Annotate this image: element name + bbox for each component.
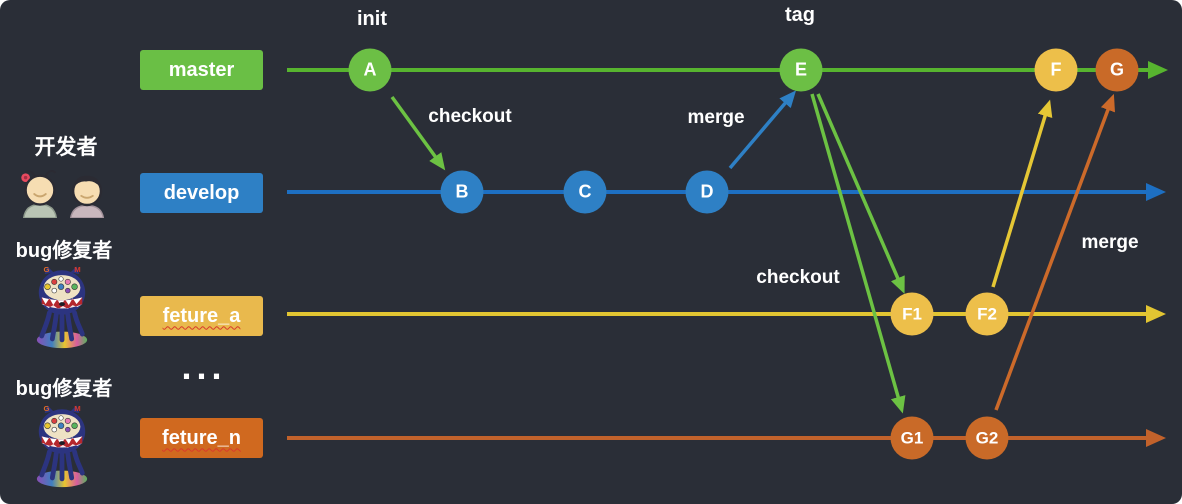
monster-ear-letter-right: M <box>74 265 80 274</box>
branch-box-develop: develop <box>140 173 263 213</box>
label-merge-right: merge <box>1081 232 1139 253</box>
arrow-merge-g2-to-g <box>994 93 1115 411</box>
monster-icon-2: G M <box>33 403 91 494</box>
commit-f2: F2 <box>965 292 1009 336</box>
label-checkout-top: checkout <box>428 106 512 127</box>
branch-box-feture-a: feture_a <box>140 296 263 336</box>
arrow-merge-f2-to-f <box>991 99 1053 288</box>
commit-g1: G1 <box>890 416 934 460</box>
monster-ear-letter-left: G <box>44 404 50 413</box>
ellipsis: ... <box>181 346 227 387</box>
commit-g: G <box>1095 48 1139 92</box>
commit-d: D <box>685 170 729 214</box>
label-bugfixer-n: bug修复者 <box>15 378 113 400</box>
label-merge-top: merge <box>687 107 745 128</box>
commit-g2: G2 <box>965 416 1009 460</box>
branch-box-master: master <box>140 50 263 90</box>
label-checkout-bottom: checkout <box>756 267 840 288</box>
developers-icon <box>16 168 112 223</box>
branch-box-feture-n: feture_n <box>140 418 263 458</box>
arrow-checkout-e-to-g1 <box>810 93 906 414</box>
label-init: init <box>357 8 387 30</box>
arrow-merge-d-to-e <box>728 90 797 170</box>
commit-e: E <box>779 48 823 92</box>
monster-ear-letter-right: M <box>74 404 80 413</box>
commit-a: A <box>348 48 392 92</box>
commit-b: B <box>440 170 484 214</box>
monster-ear-letter-left: G <box>44 265 50 274</box>
commit-c: C <box>563 170 607 214</box>
commit-f1: F1 <box>890 292 934 336</box>
arrow-checkout-a-to-b <box>390 95 446 171</box>
label-tag: tag <box>785 4 815 26</box>
commit-f: F <box>1034 48 1078 92</box>
monster-icon-1: G M <box>33 264 91 355</box>
arrow-checkout-e-to-f1 <box>816 93 905 294</box>
label-bugfixer-a: bug修复者 <box>15 240 113 262</box>
label-developers: 开发者 <box>34 136 98 159</box>
